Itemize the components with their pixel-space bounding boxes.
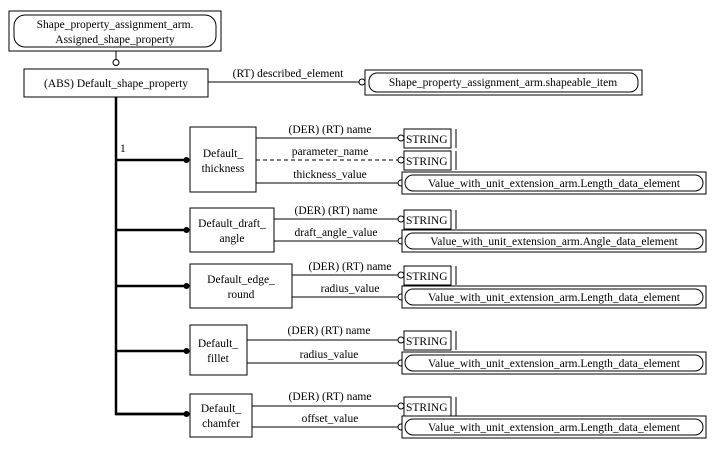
subtype-end-dot-draft-angle — [183, 227, 190, 233]
default-edge-round-name-line1: Default_edge_ — [207, 274, 275, 286]
attribute-label: radius_value — [321, 283, 380, 295]
string-type-label: STRING — [406, 215, 448, 227]
string-type-label: STRING — [406, 336, 448, 348]
edge-round-radius-value-attribute: radius_value Value_with_unit_extension_a… — [292, 283, 707, 309]
attribute-end-circle — [397, 134, 405, 142]
select-type-label: Value_with_unit_extension_arm.Length_dat… — [428, 358, 681, 370]
described-element-label: (RT) described_element — [233, 68, 345, 80]
select-type-label: Value_with_unit_extension_arm.Length_dat… — [428, 178, 681, 190]
default-draft-angle-name-line1: Default_draft_ — [198, 218, 266, 230]
attribute-end-circle — [397, 215, 405, 223]
attribute-end-circle — [397, 271, 405, 279]
chamfer-offset-value-attribute: offset_value Value_with_unit_extension_a… — [252, 413, 707, 439]
attribute-label: draft_angle_value — [294, 227, 377, 239]
described-element-end-circle — [358, 78, 366, 86]
attribute-label: radius_value — [300, 349, 359, 361]
string-type-label: STRING — [406, 134, 448, 146]
supertype-link-circle — [112, 59, 120, 66]
entity-name-line2: Assigned_shape_property — [55, 34, 175, 46]
string-type-label: STRING — [406, 402, 448, 414]
attribute-label: thickness_value — [293, 169, 366, 181]
attribute-label: (DER) (RT) name — [288, 325, 371, 337]
attribute-end-circle — [397, 336, 405, 344]
string-type-label: STRING — [406, 156, 448, 168]
default-thickness-name-line2: thickness — [202, 163, 245, 175]
default-draft-angle-name-line2: angle — [220, 233, 245, 245]
shapeable-item-label: Shape_property_assignment_arm.shapeable_… — [389, 77, 617, 89]
thickness-name-attribute: (DER) (RT) name STRING — [256, 124, 457, 149]
attribute-label: parameter_name — [292, 146, 369, 158]
default-draft-angle-entity: Default_draft_ angle — [189, 207, 275, 253]
fillet-name-attribute: (DER) (RT) name STRING — [247, 325, 457, 351]
attribute-end-circle — [397, 156, 405, 164]
attribute-label: (DER) (RT) name — [289, 391, 372, 403]
default-thickness-name-line1: Default_ — [203, 148, 243, 160]
thickness-parameter-name-attribute: parameter_name STRING — [256, 146, 457, 171]
select-type-label: Value_with_unit_extension_arm.Angle_data… — [430, 236, 678, 248]
default-fillet-entity: Default_ fillet — [189, 324, 248, 376]
fillet-radius-value-attribute: radius_value Value_with_unit_extension_a… — [247, 349, 707, 375]
subtype-end-dot-thickness — [183, 157, 190, 163]
attribute-end-circle — [397, 402, 405, 410]
default-edge-round-entity: Default_edge_ round — [189, 263, 293, 309]
attribute-label: offset_value — [302, 413, 359, 425]
default-fillet-name-line2: fillet — [207, 353, 230, 365]
subtype-trunk — [114, 97, 190, 416]
default-shape-property-entity: (ABS) Default_shape_property — [23, 68, 209, 98]
subtype-end-dot-edge-round — [183, 283, 190, 289]
cardinality-label: 1 — [120, 143, 126, 155]
thickness-value-attribute: thickness_value Value_with_unit_extensio… — [256, 169, 707, 195]
default-chamfer-name-line2: chamfer — [202, 418, 240, 430]
default-edge-round-name-line2: round — [228, 289, 255, 301]
select-type-label: Value_with_unit_extension_arm.Length_dat… — [428, 292, 681, 304]
subtype-end-dot-chamfer — [183, 411, 190, 417]
default-chamfer-name-line1: Default_ — [201, 403, 241, 415]
draft-angle-name-attribute: (DER) (RT) name STRING — [274, 205, 457, 230]
entity-name-line1: Shape_property_assignment_arm. — [37, 19, 194, 31]
assigned-shape-property-entity: Shape_property_assignment_arm. Assigned_… — [8, 10, 222, 52]
attribute-label: (DER) (RT) name — [289, 124, 372, 136]
main-entity-label: (ABS) Default_shape_property — [44, 78, 188, 90]
subtype-end-dot-fillet — [183, 348, 190, 354]
shapeable-item-entity: Shape_property_assignment_arm.shapeable_… — [364, 69, 643, 96]
default-thickness-entity: Default_ thickness — [189, 126, 257, 193]
select-type-label: Value_with_unit_extension_arm.Length_dat… — [428, 422, 681, 434]
edge-round-name-attribute: (DER) (RT) name STRING — [292, 261, 457, 286]
chamfer-name-attribute: (DER) (RT) name STRING — [252, 391, 457, 417]
default-fillet-name-line1: Default_ — [198, 338, 238, 350]
attribute-label: (DER) (RT) name — [309, 261, 392, 273]
attribute-label: (DER) (RT) name — [295, 205, 378, 217]
draft-angle-value-attribute: draft_angle_value Value_with_unit_extens… — [274, 227, 707, 253]
default-chamfer-entity: Default_ chamfer — [189, 393, 253, 438]
string-type-label: STRING — [406, 271, 448, 283]
